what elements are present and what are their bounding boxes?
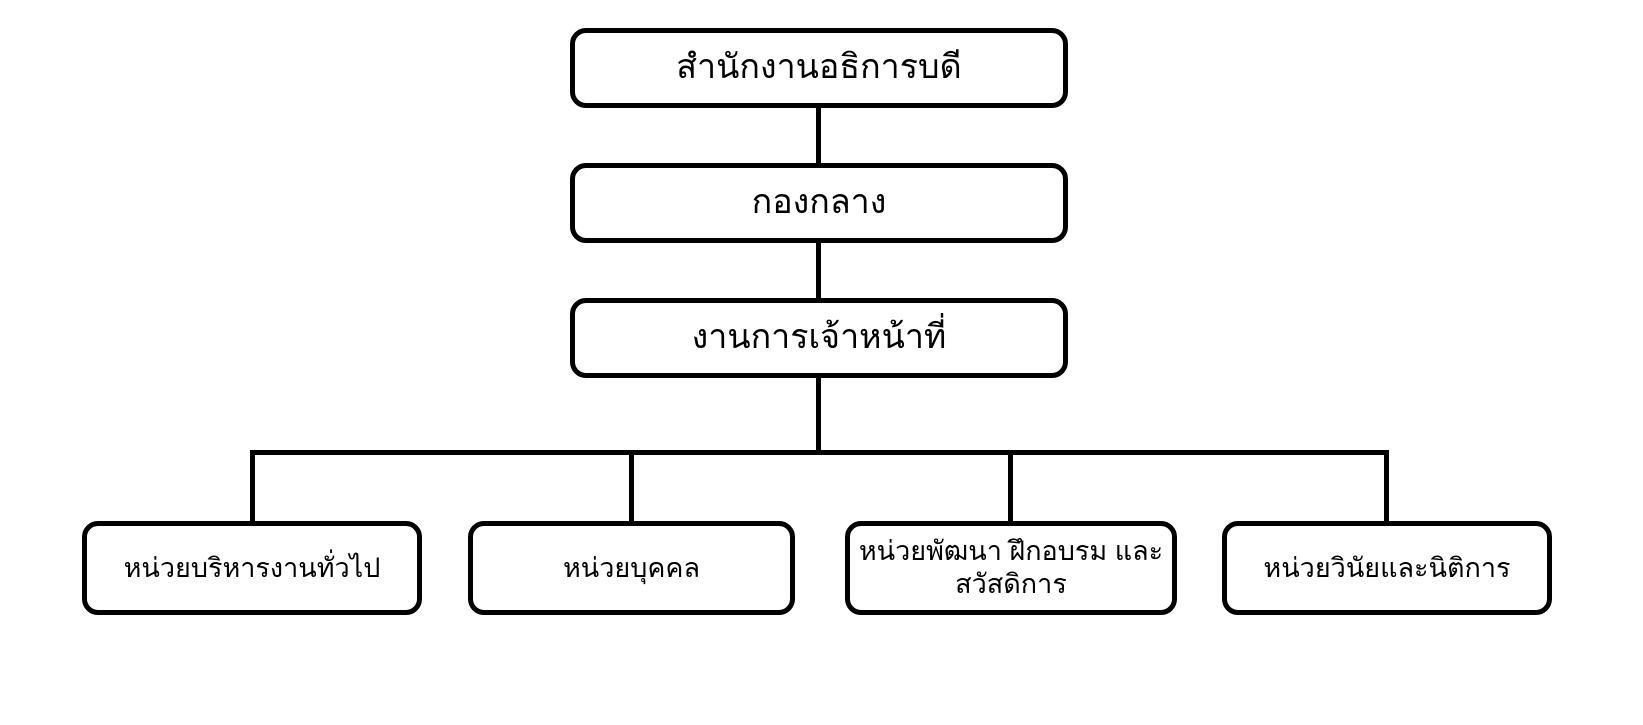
org-node-label: หน่วยบริหารงานทั่วไป <box>123 552 381 583</box>
org-node-label: สำนักงานอธิการบดี <box>676 48 962 87</box>
connector-drop-unit2 <box>629 450 634 523</box>
org-node-label: งานการเจ้าหน้าที่ <box>691 318 947 357</box>
connector-level2-to-level3 <box>816 241 821 300</box>
connector-branch-bar <box>250 450 1389 455</box>
org-node-general-administration-unit: หน่วยบริหารงานทั่วไป <box>82 521 422 615</box>
org-node-central-division: กองกลาง <box>570 163 1068 243</box>
connector-drop-unit3 <box>1008 450 1013 523</box>
org-node-personnel-unit: หน่วยบุคคล <box>468 521 795 615</box>
org-node-discipline-legal-unit: หน่วยวินัยและนิติการ <box>1222 521 1552 615</box>
org-node-label: กองกลาง <box>751 183 887 222</box>
connector-drop-unit4 <box>1384 450 1389 523</box>
connector-drop-unit1 <box>250 450 255 523</box>
connector-root-to-level2 <box>816 106 821 165</box>
org-node-personnel-section: งานการเจ้าหน้าที่ <box>570 298 1068 378</box>
org-node-label: หน่วยบุคคล <box>562 552 701 583</box>
org-node-president-office: สำนักงานอธิการบดี <box>570 28 1068 108</box>
org-node-label: หน่วยพัฒนา ฝึกอบรม และสวัสดิการ <box>858 536 1164 599</box>
connector-level3-to-branch-bar <box>816 376 821 452</box>
org-node-label: หน่วยวินัยและนิติการ <box>1263 552 1511 583</box>
org-node-development-training-welfare-unit: หน่วยพัฒนา ฝึกอบรม และสวัสดิการ <box>845 521 1177 615</box>
